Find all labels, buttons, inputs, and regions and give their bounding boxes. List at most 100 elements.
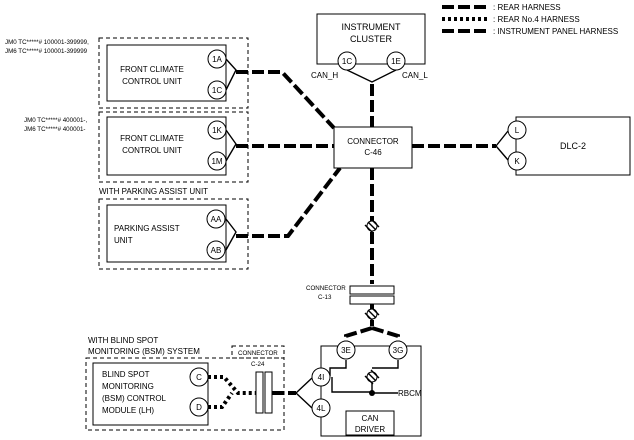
parking-assist-label-1: PARKING ASSIST xyxy=(114,224,180,233)
connector-c46-box xyxy=(333,126,413,169)
rbcm-label: RBCM xyxy=(398,389,422,398)
fcu2-label-2: CONTROL UNIT xyxy=(122,146,182,155)
pin-1e-circle xyxy=(386,51,406,71)
pin-3g-label: 3G xyxy=(393,346,404,355)
pin-4l-circle xyxy=(311,398,331,418)
connector-c46-label-2: C-46 xyxy=(364,148,382,157)
connector-c46-label-1: CONNECTOR xyxy=(347,137,399,146)
pin-3e-label: 3E xyxy=(341,346,351,355)
pin-aa-label: AA xyxy=(211,215,222,224)
connector-c24: CONNECTOR C-24 xyxy=(231,345,285,414)
bsm-group-label-2: MONITORING (BSM) SYSTEM xyxy=(88,347,200,356)
rbcm-box xyxy=(320,345,422,437)
instrument-cluster-label-1: INSTRUMENT xyxy=(342,22,401,32)
pin-4l-label: 4L xyxy=(317,404,326,413)
bsm-label-4: MODULE (LH) xyxy=(102,406,154,415)
instrument-cluster-box xyxy=(316,13,426,65)
fcu1-label-1: FRONT CLIMATE xyxy=(120,65,184,74)
pin-1c-fcu-circle xyxy=(207,80,227,100)
can-driver-box xyxy=(345,410,395,436)
connector-c13: CONNECTOR C-13 xyxy=(306,285,395,305)
connector-c13-upper xyxy=(349,285,395,295)
bsm-variant-frame xyxy=(85,357,285,431)
dlc2-box xyxy=(515,116,631,176)
connector-c13-lower xyxy=(349,295,395,305)
fcu1-vin-note-2: JM6 TC*****# 100001-399999 xyxy=(5,48,88,55)
bsm-label-2: MONITORING xyxy=(102,382,154,391)
twisted-pair-icon xyxy=(364,218,380,234)
dlc2: DLC-2 L K xyxy=(507,116,631,176)
twisted-pair-icon xyxy=(364,369,380,385)
wire-ic-twist xyxy=(346,69,397,83)
wire-dlc2-twist xyxy=(495,130,509,161)
legend-rear-label: : REAR HARNESS xyxy=(493,3,561,12)
fcu2-variant-frame xyxy=(98,111,249,183)
pin-l-label: L xyxy=(515,126,520,135)
wire-pa-to-c46 xyxy=(236,166,342,238)
pin-d-circle xyxy=(189,397,209,417)
pin-l-circle xyxy=(507,120,527,140)
pin-d-label: D xyxy=(196,403,202,412)
connector-c24-right xyxy=(264,371,273,414)
twisted-pair-icon xyxy=(364,306,380,322)
connector-c24-left xyxy=(255,371,264,414)
pin-1k-circle xyxy=(207,120,227,140)
front-climate-unit-1: JM0 TC*****# 100001-399999, JM6 TC*****#… xyxy=(5,37,249,109)
pin-ab-label: AB xyxy=(211,246,222,255)
can-h-label: CAN_H xyxy=(311,71,338,80)
pin-k-circle xyxy=(507,151,527,171)
instrument-cluster-label-2: CLUSTER xyxy=(350,34,393,44)
pin-c-circle xyxy=(189,367,209,387)
wire-rbcm-4-split xyxy=(295,377,313,409)
connector-c13-label-1: CONNECTOR xyxy=(306,285,346,292)
twisted-pair-markers xyxy=(364,218,380,385)
bsm-label-3: (BSM) CONTROL xyxy=(102,394,167,403)
wire-rbcm-internal-top xyxy=(329,360,399,376)
connector-c24-label-2: C-24 xyxy=(251,361,265,368)
fcu1-label-2: CONTROL UNIT xyxy=(122,77,182,86)
pin-3g-circle xyxy=(388,340,408,360)
bsm-label-1: BLIND SPOT xyxy=(102,370,150,379)
legend: : REAR HARNESS : REAR No.4 HARNESS : INS… xyxy=(442,3,618,36)
connector-c46: CONNECTOR C-46 xyxy=(333,126,413,169)
pin-1a-circle xyxy=(207,49,227,69)
wire-bsm-c-to-c24 xyxy=(208,375,256,395)
pin-aa-circle xyxy=(206,209,226,229)
wire-bsm-d-to-c24 xyxy=(208,391,234,409)
pin-1a-label: 1A xyxy=(212,55,222,64)
pin-1m-circle xyxy=(207,151,227,171)
wire-rbcm-top-split xyxy=(344,326,400,344)
can-driver-label-1: CAN xyxy=(362,414,379,423)
pin-1c-circle xyxy=(337,51,357,71)
pin-1e-label: 1E xyxy=(391,57,401,66)
parking-assist-group-label: WITH PARKING ASSIST UNIT xyxy=(99,187,208,196)
pin-c-label: C xyxy=(196,373,202,382)
bsm-box xyxy=(92,362,209,426)
legend-no4-label: : REAR No.4 HARNESS xyxy=(493,15,580,24)
fcu2-vin-note-2: JM6 TC*****# 400001- xyxy=(24,126,85,133)
pin-k-label: K xyxy=(514,157,520,166)
instrument-cluster: INSTRUMENT CLUSTER 1C 1E CAN_H CAN_L xyxy=(311,13,428,80)
pin-1c-fcu-label: 1C xyxy=(212,86,222,95)
pin-1k-label: 1K xyxy=(212,126,222,135)
legend-ip-label: : INSTRUMENT PANEL HARNESS xyxy=(493,27,618,36)
pin-4i-label: 4I xyxy=(318,373,325,382)
fcu2-box xyxy=(106,116,227,176)
front-climate-unit-2: JM0 TC*****# 400001-, JM6 TC*****# 40000… xyxy=(24,111,249,183)
fcu2-label-1: FRONT CLIMATE xyxy=(120,134,184,143)
pin-1m-label: 1M xyxy=(211,157,222,166)
parking-assist-unit: WITH PARKING ASSIST UNIT PARKING ASSIST … xyxy=(98,187,249,270)
parking-assist-box xyxy=(106,204,227,263)
pin-ab-circle xyxy=(206,240,226,260)
pin-4i-circle xyxy=(311,367,331,387)
wire-fcu2-twist xyxy=(225,129,237,162)
parking-assist-variant-frame xyxy=(98,198,249,270)
can-driver-label-2: DRIVER xyxy=(355,425,385,434)
fcu1-variant-frame xyxy=(98,37,249,109)
can-l-label: CAN_L xyxy=(402,71,428,80)
pin-1c-label: 1C xyxy=(342,57,352,66)
pin-3e-circle xyxy=(336,340,356,360)
wire-pa-twist xyxy=(225,218,237,251)
wire-fcu1-to-c46 xyxy=(236,70,336,130)
